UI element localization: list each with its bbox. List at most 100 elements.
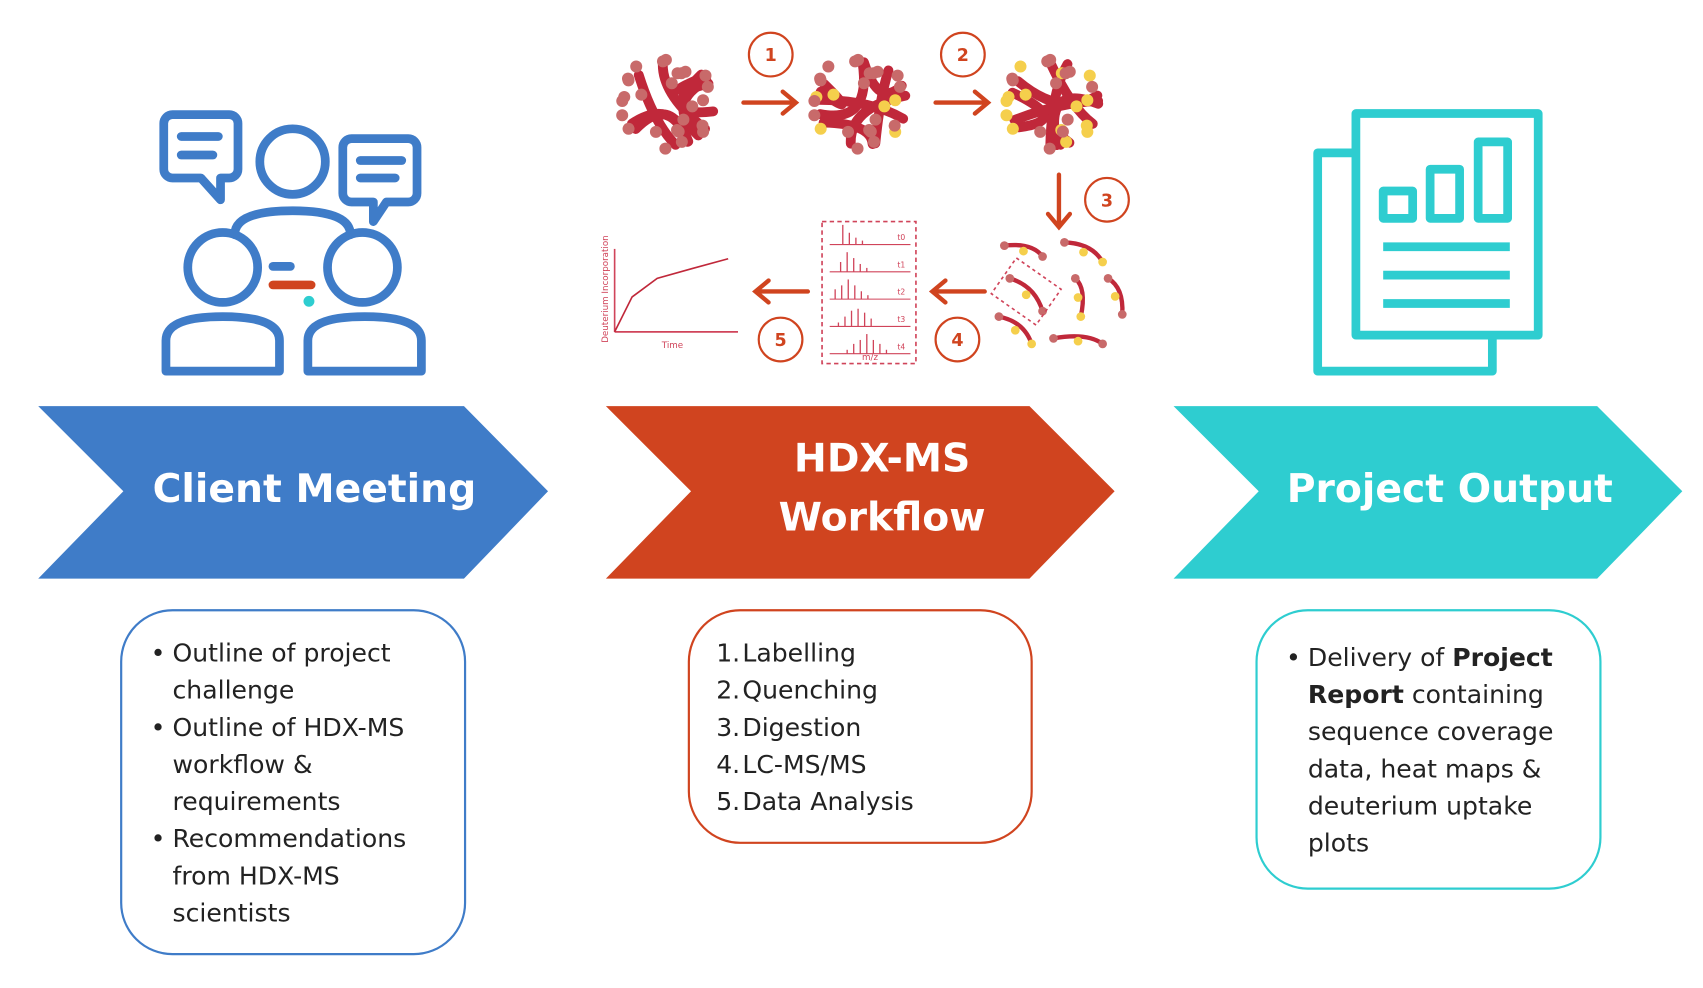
residue-bead [1056, 125, 1069, 138]
deuterium-bead [1060, 135, 1073, 148]
step-label: Digestion [742, 713, 862, 743]
residue-bead [699, 69, 712, 82]
spectrum-1: t1 [829, 252, 911, 273]
residue-bead [852, 53, 865, 66]
uptake-curve [613, 257, 729, 333]
residue-bead [857, 77, 870, 90]
residue-bead [622, 122, 635, 135]
step-number: 2 [957, 46, 969, 66]
residue-bead [891, 69, 904, 82]
step-label: Quenching [742, 676, 878, 706]
residue-bead [1043, 142, 1056, 155]
list-item: 4.LC-MS/MS [690, 747, 1031, 784]
deuterium-bead [1000, 94, 1013, 107]
residue-bead [616, 109, 629, 122]
residue-bead [864, 125, 877, 138]
step-number: 4. [716, 751, 741, 780]
step-number: 1. [716, 639, 741, 669]
item-pre: Delivery of [1307, 644, 1453, 673]
residue-bead [686, 100, 699, 113]
list-item: 1.Labelling [690, 635, 1031, 672]
residue-bead [630, 60, 643, 73]
residue-bead [893, 80, 906, 93]
uptake-plot: Deuterium Incorporation Time [601, 235, 738, 351]
step-circle-1: 1 [747, 31, 794, 78]
residue-bead [888, 119, 901, 132]
step-label: Data Analysis [742, 788, 914, 817]
residue-bead [814, 74, 827, 87]
plot-xlabel: Time [661, 341, 683, 351]
list-item: Delivery of Project Report containing se… [1258, 640, 1600, 863]
workflow-arrows [741, 89, 1073, 305]
arrow-step-3 [1045, 172, 1073, 231]
spectrum-2: t2 [829, 279, 911, 300]
deuterium-bead [1081, 94, 1094, 107]
mass-spectra: t0 t1 t2 t3 t4 [829, 224, 911, 355]
residue-bead [1050, 77, 1063, 90]
step-label: LC-MS/MS [742, 751, 867, 780]
list-item: 2.Quenching [690, 672, 1031, 709]
spectrum-label: t1 [897, 260, 905, 269]
item-bold: Project Report [1307, 644, 1553, 710]
residue-bead [635, 88, 648, 101]
list-item: Outline of project challenge [122, 635, 464, 709]
residue-bead [851, 142, 864, 155]
step-circle-2: 2 [939, 31, 986, 78]
deuterium-bead [1019, 88, 1032, 101]
step-label: Labelling [742, 639, 856, 669]
residue-bead [677, 113, 690, 126]
meeting-people-icon [159, 110, 426, 376]
spectrum-label: t4 [897, 342, 905, 351]
deuterium-bead [1080, 119, 1093, 132]
protein-structures [616, 53, 1127, 349]
client-meeting-box: Outline of project challenge Outline of … [120, 609, 467, 956]
residue-bead [1063, 65, 1076, 78]
deuterium-bead [878, 100, 891, 113]
step-number: 3 [1101, 191, 1113, 211]
step-circle-5: 5 [757, 316, 804, 363]
deuterium-bead [1006, 122, 1019, 135]
step-number: 5. [716, 788, 741, 817]
deuterium-bead [1083, 69, 1096, 82]
residue-bead [1086, 80, 1099, 93]
protein-2 [808, 53, 911, 155]
residue-bead [867, 135, 881, 148]
item-post: containing sequence coverage data, heat … [1307, 681, 1554, 859]
stage-title-project-output: Project Output [1286, 467, 1613, 513]
step-number-circles: 1 2 3 4 5 [747, 31, 1130, 363]
peptide-fragments [994, 237, 1127, 349]
spectrum-label: t3 [897, 315, 905, 324]
step-number: 5 [774, 331, 786, 351]
arrow-step-2 [933, 89, 992, 116]
step-number: 3. [716, 713, 741, 743]
residue-bead [697, 94, 710, 107]
step-number: 4 [951, 331, 963, 351]
spectrum-3: t3 [829, 308, 911, 327]
residue-bead [679, 65, 692, 78]
residue-bead [1006, 74, 1019, 87]
spectrum-label: t2 [897, 288, 905, 297]
list-item: Recommendations from HDX-MS scientists [122, 821, 464, 932]
residue-bead [659, 53, 672, 66]
residue-bead [701, 80, 714, 93]
spectrum-label: t0 [897, 233, 905, 242]
residue-bead [659, 142, 672, 155]
residue-bead [1034, 125, 1047, 138]
deuterium-bead [1014, 60, 1027, 73]
residue-bead [675, 135, 688, 148]
chevron-hdx-workflow [605, 406, 1115, 579]
spectrum-4: t4 [829, 334, 911, 355]
residue-bead [649, 125, 662, 138]
step-number: 2. [716, 676, 741, 706]
residue-bead [616, 94, 629, 107]
list-item: 5.Data Analysis [690, 784, 1031, 821]
project-output-box: Delivery of Project Report containing se… [1255, 609, 1602, 890]
residue-bead [808, 94, 821, 107]
plot-ylabel: Deuterium Incorporation [601, 235, 611, 343]
deuterium-bead [889, 94, 902, 107]
arrow-step-4 [928, 278, 987, 305]
chevron-project-output [1173, 406, 1683, 579]
residue-bead [842, 125, 855, 138]
